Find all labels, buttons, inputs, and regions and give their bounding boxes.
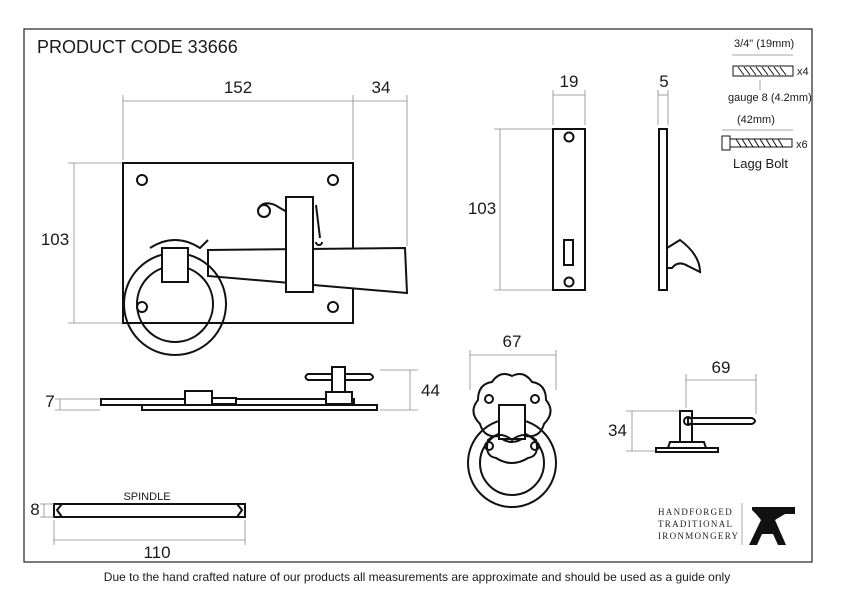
- ring-boss: [161, 247, 189, 283]
- screw-quantity: x4: [797, 66, 809, 78]
- dim-keep-depth: 5: [659, 72, 668, 91]
- brand-line-1: HANDFORGED: [658, 507, 733, 517]
- latch-top-view: 7 44: [45, 366, 440, 411]
- spindle-bar: [53, 503, 246, 518]
- bolt-name: Lagg Bolt: [733, 156, 788, 171]
- screw-hole: [327, 174, 339, 186]
- drawing-border: [23, 28, 813, 563]
- handle-side-view: 69 34: [608, 358, 757, 453]
- screw-gauge: gauge 8 (4.2mm): [728, 92, 812, 104]
- keep-plate: [552, 128, 586, 291]
- anvil-logo: [749, 507, 795, 545]
- dim-spindle-size: 8: [30, 500, 39, 519]
- dim-rose-width: 67: [503, 332, 522, 351]
- fixings: 3/4" (19mm) x4 gauge 8 (4.2mm) (42mm) x6…: [721, 38, 812, 171]
- bolt-length: (42mm): [737, 114, 775, 126]
- dim-latch-extension: 34: [372, 78, 391, 97]
- latch-keeper-block: [285, 196, 314, 293]
- keep-front-view: 19 103: [468, 72, 586, 291]
- dim-thickness: 7: [45, 392, 54, 411]
- screw-hole: [136, 174, 148, 186]
- spindle-label: SPINDLE: [123, 491, 170, 503]
- brand-block: HANDFORGED TRADITIONAL IRONMONGERY: [658, 503, 795, 545]
- dim-plate-width: 152: [224, 78, 252, 97]
- back-plate: [122, 162, 354, 324]
- latch-front-view: 152 34 103: [41, 78, 409, 356]
- disclaimer: Due to the hand crafted nature of our pr…: [104, 570, 730, 584]
- dim-plate-height: 103: [41, 230, 69, 249]
- rose-front-view: 67: [467, 332, 557, 508]
- screw-icon: [732, 65, 794, 77]
- screw-length: 3/4" (19mm): [734, 38, 794, 50]
- product-code: PRODUCT CODE 33666: [37, 37, 238, 57]
- keep-side-view: 5: [657, 72, 702, 291]
- dim-handle-projection: 69: [712, 358, 731, 377]
- brand-line-3: IRONMONGERY: [658, 531, 739, 541]
- dim-handle-height: 34: [608, 421, 627, 440]
- lagg-bolt-icon: [721, 135, 731, 151]
- spindle-view: SPINDLE 8 110: [30, 491, 246, 562]
- dim-bar-height: 44: [421, 381, 440, 400]
- brand-line-2: TRADITIONAL: [658, 519, 733, 529]
- screw-hole: [327, 301, 339, 313]
- dim-keep-width: 19: [560, 72, 579, 91]
- keep-hook: [666, 238, 702, 274]
- bolt-quantity: x6: [796, 139, 808, 151]
- dim-spindle-length: 110: [143, 543, 170, 562]
- dim-keep-height: 103: [468, 199, 496, 218]
